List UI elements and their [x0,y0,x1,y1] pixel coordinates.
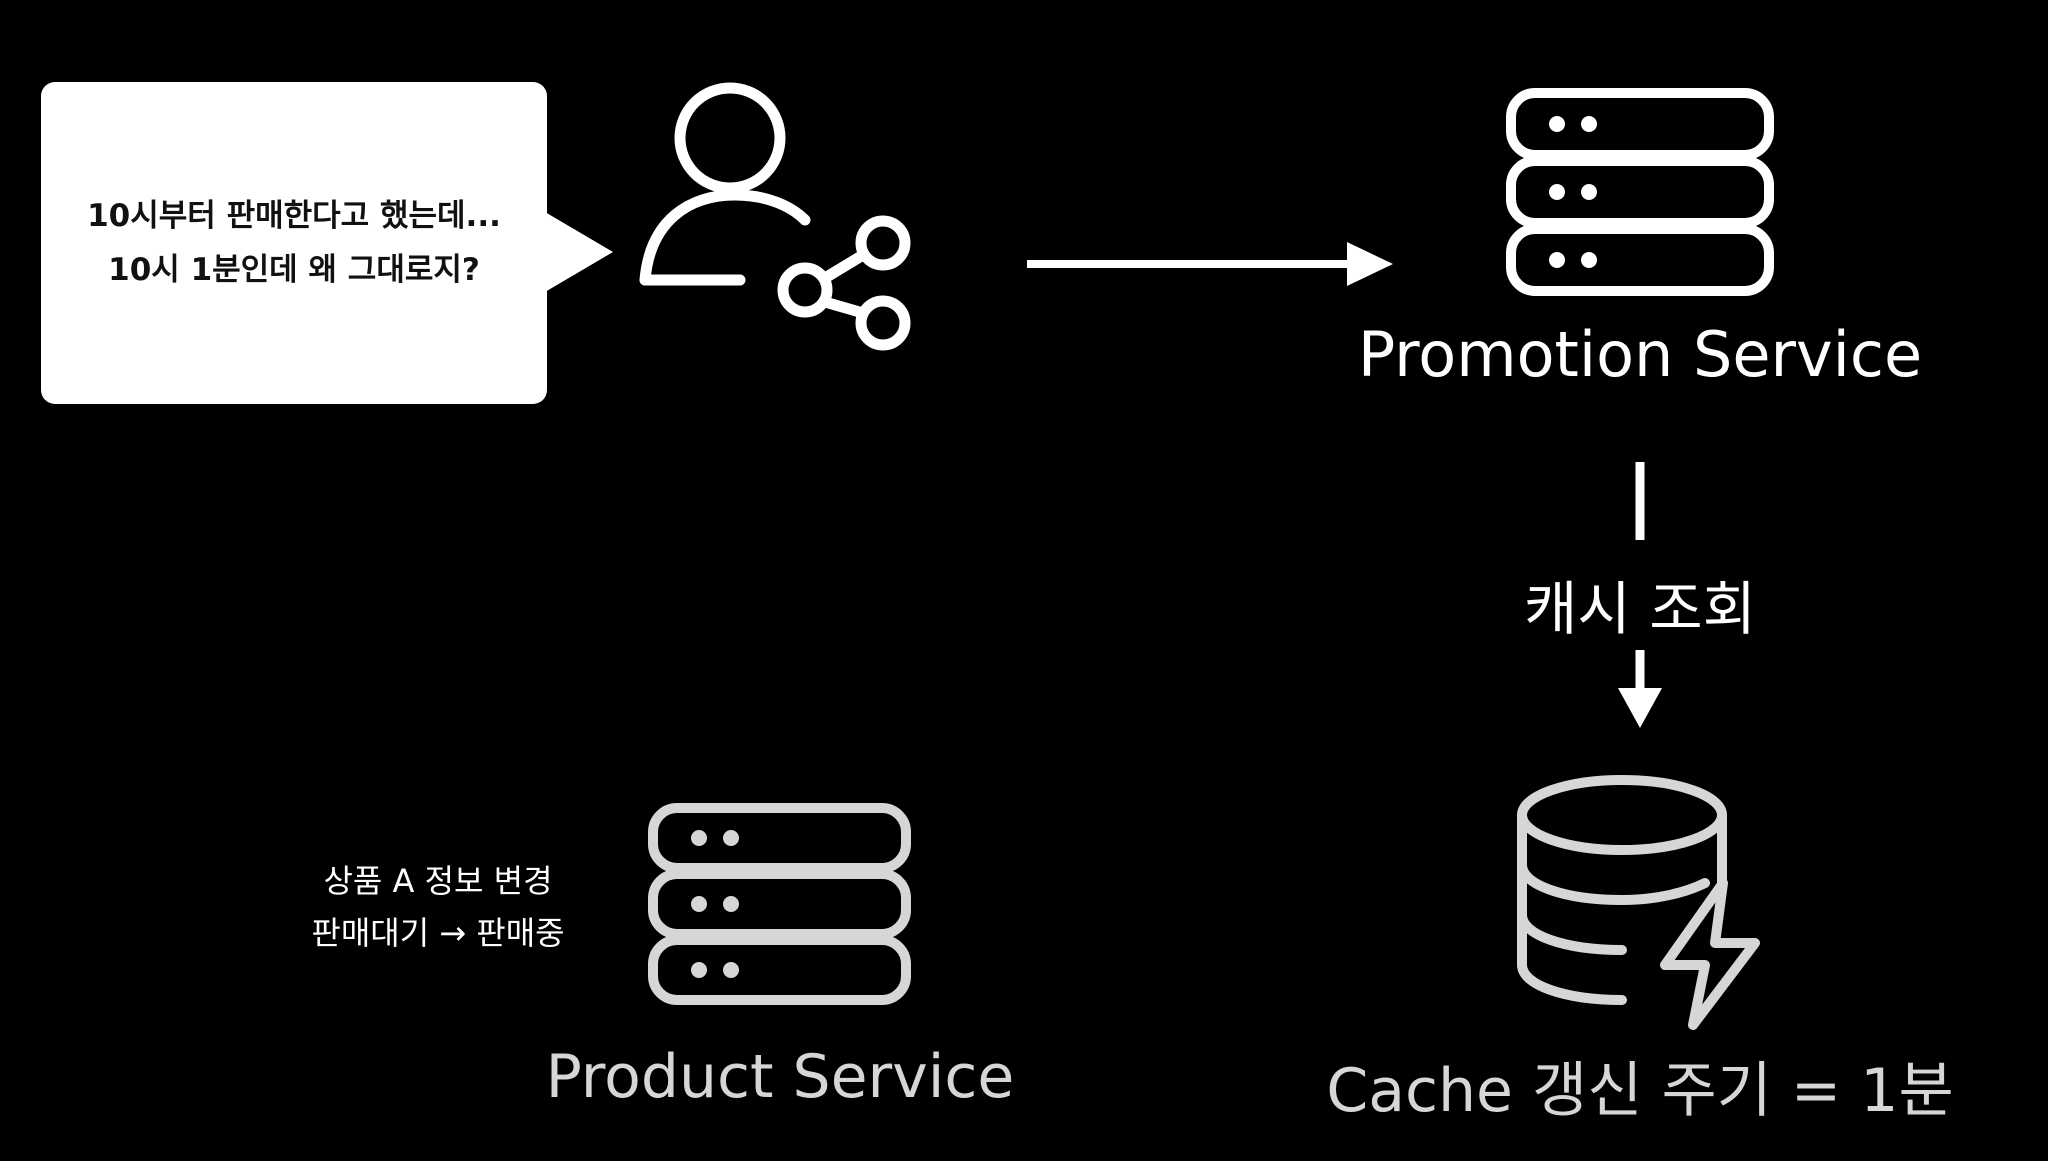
database-bolt-icon [1517,775,1760,1030]
user-share-icon [639,82,911,351]
bubble-line-2: 10시 1분인데 왜 그대로지? [108,252,480,288]
product-change-note: 상품 A 정보 변경 판매대기 → 판매중 [278,855,598,959]
product-server-icon [648,803,911,1005]
change-note-line-1: 상품 A 정보 변경 [323,862,553,900]
promotion-server-icon [1506,88,1774,296]
bubble-line-1: 10시부터 판매한다고 했는데... [87,198,501,234]
speech-bubble: 10시부터 판매한다고 했는데... 10시 1분인데 왜 그대로지? [41,82,547,404]
cache-refresh-label: Cache 갱신 주기 = 1분 [1326,1056,1954,1126]
connector-line [1635,462,1645,540]
arrow-right-icon [1027,242,1393,286]
speech-bubble-tail [545,212,613,292]
cache-query-label: 캐시 조회 [1524,575,1756,643]
product-service-label: Product Service [545,1042,1015,1112]
arrow-down-icon [1618,650,1662,728]
promotion-service-label: Promotion Service [1357,318,1923,391]
change-note-line-2: 판매대기 → 판매중 [311,914,565,952]
